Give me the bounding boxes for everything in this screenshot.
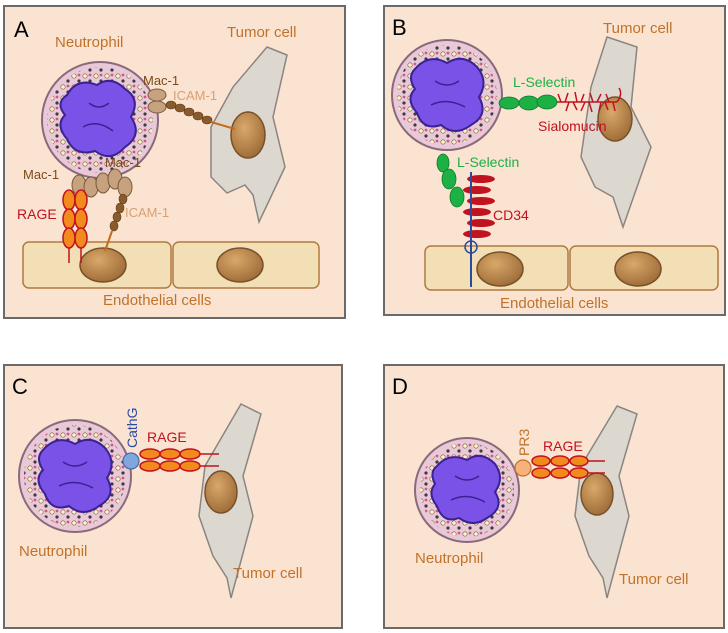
- endothelial-nucleus-2: [614, 251, 662, 287]
- tumor-cell-label-c: Tumor cell: [233, 565, 302, 582]
- neutrophil: [391, 39, 503, 151]
- tumor-cell-nucleus: [230, 111, 266, 159]
- endothelial-nucleus-2: [216, 247, 264, 283]
- endothelial-label-b: Endothelial cells: [500, 295, 608, 312]
- pr3-label: PR3: [516, 429, 532, 456]
- tumor-cell-label-d: Tumor cell: [619, 571, 688, 588]
- icam1-bottom-label: ICAM-1: [125, 205, 169, 220]
- panel-d: D PR3 RAGE Neutrophil Tumor cell: [383, 364, 725, 629]
- panel-letter-a: A: [14, 17, 29, 42]
- rage-label-a: RAGE: [17, 206, 57, 222]
- panel-letter-d: D: [392, 374, 408, 399]
- neutrophil-label-a: Neutrophil: [55, 34, 123, 51]
- cathg-label: CathG: [124, 408, 140, 448]
- cd34-label: CD34: [493, 207, 529, 223]
- neutrophil: [18, 419, 132, 533]
- tumor-cell-label-b: Tumor cell: [603, 20, 672, 37]
- mac1-left-label: Mac-1: [23, 167, 59, 182]
- tumor-cell-nucleus: [580, 472, 614, 516]
- rage-label-d: RAGE: [543, 438, 583, 454]
- lselectin-mid-label: L-Selectin: [457, 154, 519, 170]
- endothelial-nucleus-1: [79, 247, 127, 283]
- tumor-cell-label-a: Tumor cell: [227, 24, 296, 41]
- cathg-icon: [122, 452, 140, 470]
- neutrophil-label-c: Neutrophil: [19, 543, 87, 560]
- neutrophil: [414, 437, 520, 543]
- rage-label-c: RAGE: [147, 429, 187, 445]
- lselectin-top-label: L-Selectin: [513, 74, 575, 90]
- sialomucin-icon: [557, 87, 622, 113]
- panel-b: B Tumor cell L-Selectin Sialomucin L-Sel…: [383, 5, 726, 316]
- panel-letter-b: B: [392, 15, 407, 40]
- panel-a: A Neutrophil Tumor cell Mac-1 ICAM-1 Mac…: [3, 5, 346, 319]
- neutrophil-label-d: Neutrophil: [415, 550, 483, 567]
- pr3-icon: [514, 459, 532, 477]
- tumor-cell-nucleus: [204, 470, 238, 514]
- sialomucin-label: Sialomucin: [538, 118, 606, 134]
- panel-letter-c: C: [12, 374, 28, 399]
- panel-c: C CathG RAGE Neutrophil Tumor cell: [3, 364, 343, 629]
- mac1-right-label: Mac-1: [105, 155, 141, 170]
- mac1-top-label: Mac-1: [143, 73, 179, 88]
- endothelial-nucleus-1: [476, 251, 524, 287]
- icam1-top-label: ICAM-1: [173, 88, 217, 103]
- endothelial-label-a: Endothelial cells: [103, 292, 211, 309]
